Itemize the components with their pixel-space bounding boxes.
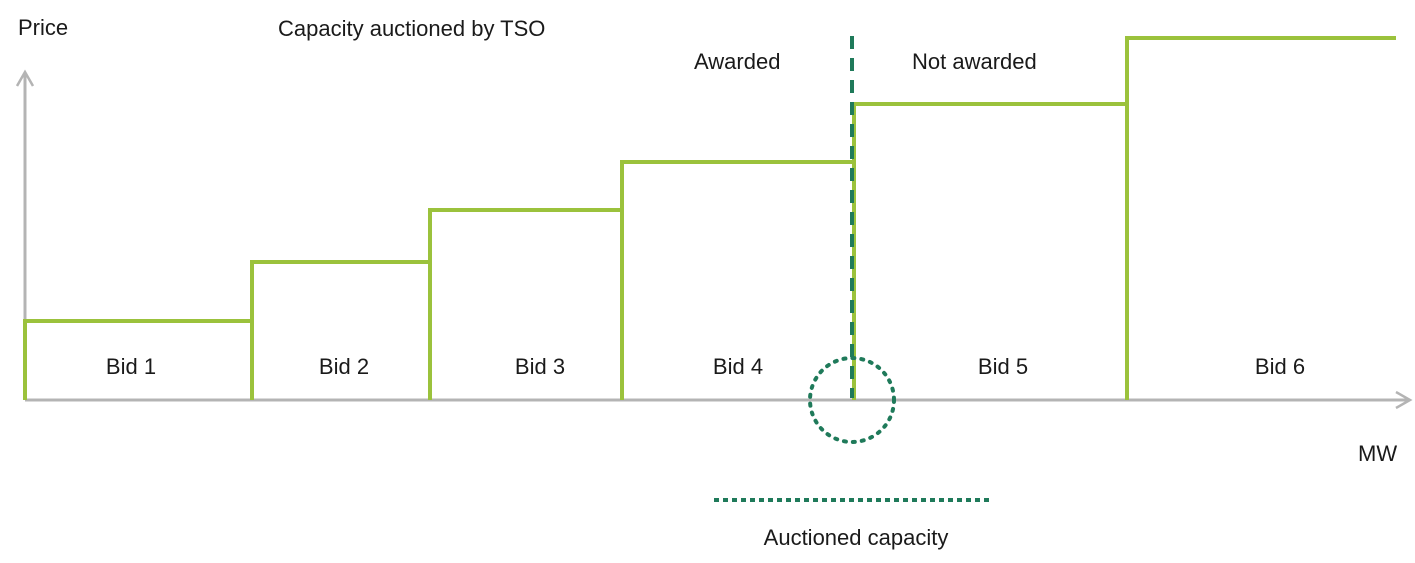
bid-step-line [23,36,1396,400]
capacity-title: Capacity auctioned by TSO [278,16,546,41]
x-axis-arrow [1395,390,1413,410]
bid-label: Bid 3 [514,354,566,379]
clearing-point-circle [808,356,896,444]
bid-label: Bid 2 [318,354,370,379]
bid-label: Bid 6 [1254,354,1306,379]
not-awarded-label: Not awarded [912,49,1037,74]
bid-label: Bid 4 [712,354,764,379]
awarded-label: Awarded [694,49,781,74]
y-axis-label: Price [18,15,69,40]
x-axis-label: MW [1358,441,1398,466]
bid-label: Bid 5 [977,354,1029,379]
bid-label: Bid 1 [105,354,157,379]
y-axis-arrow [15,69,35,87]
auctioned-capacity-label: Auctioned capacity [763,525,949,550]
